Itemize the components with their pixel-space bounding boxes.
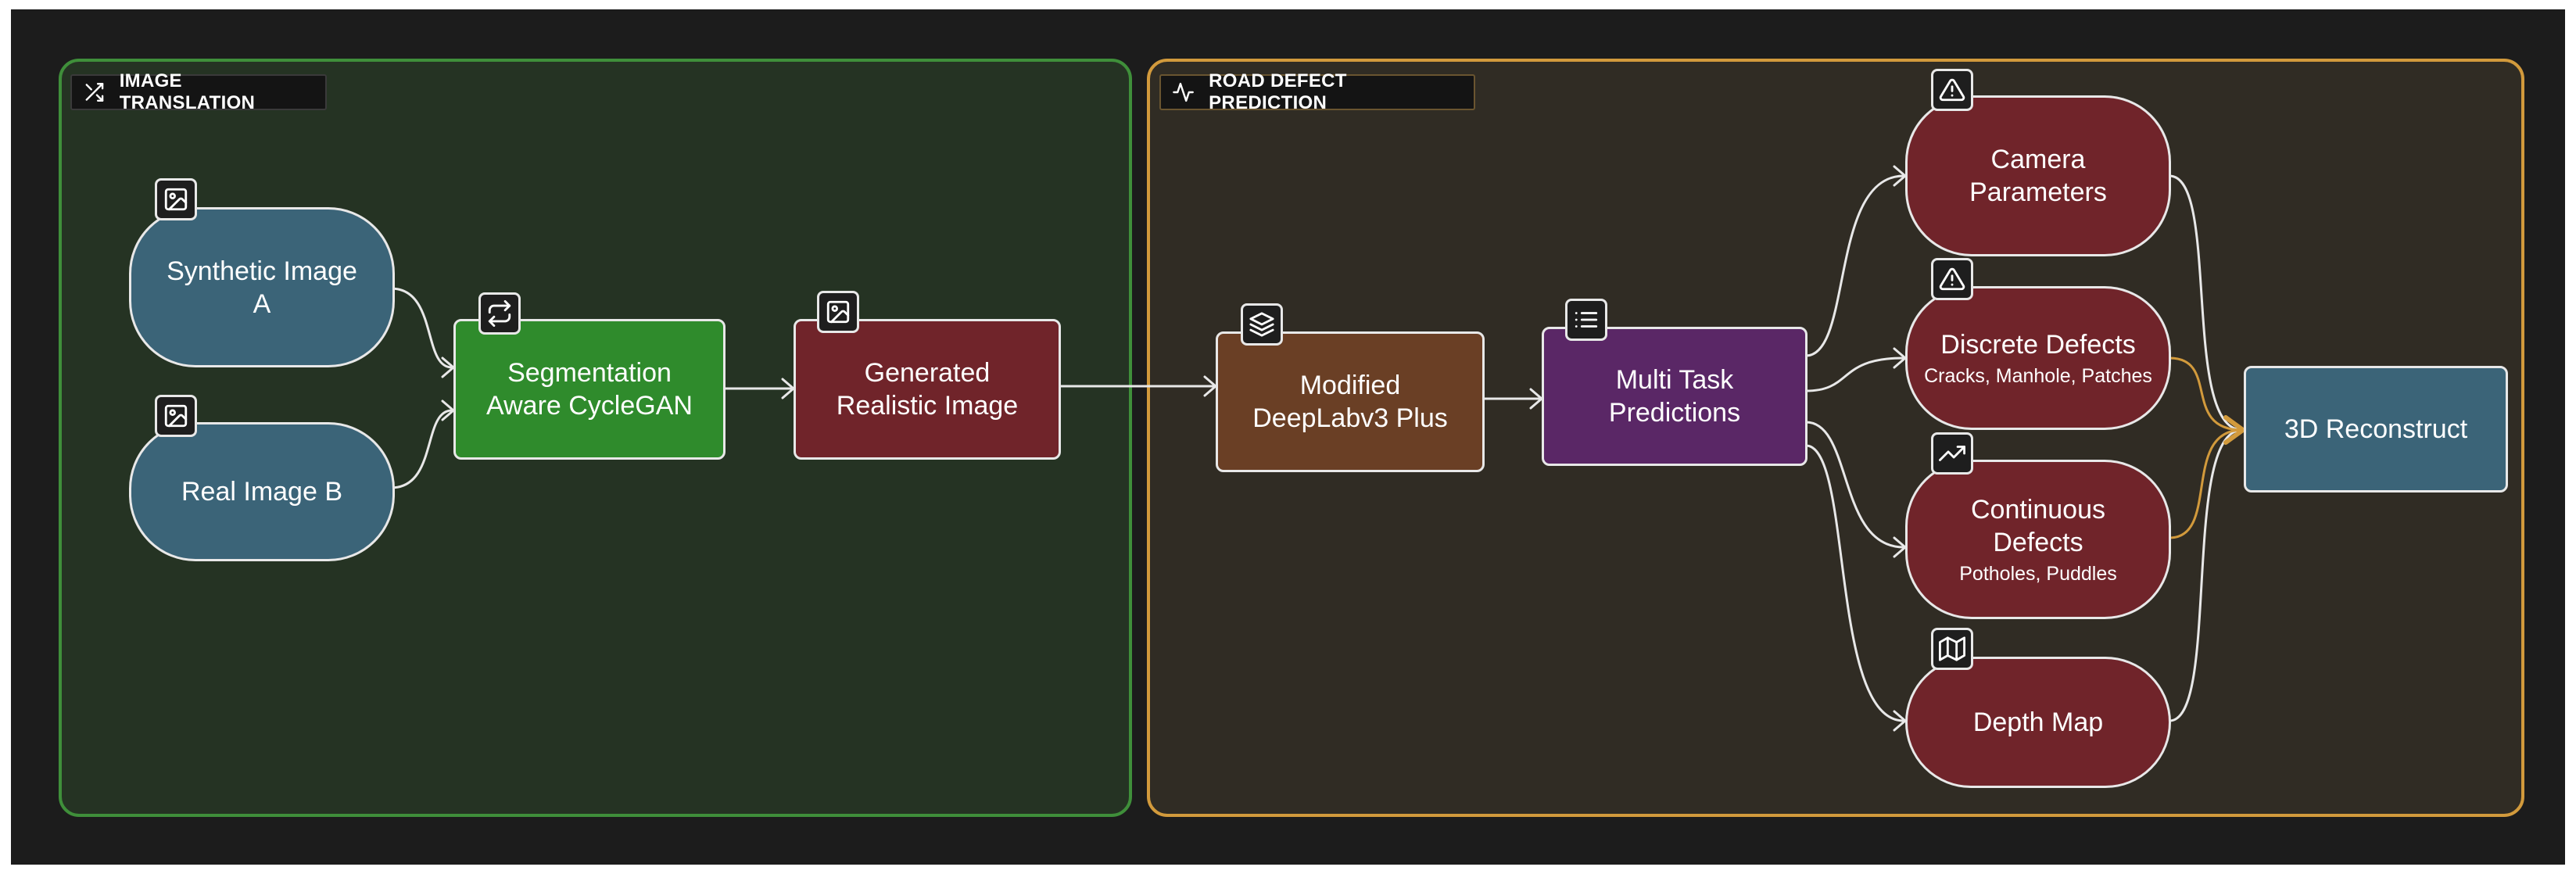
- generated-realistic-image-node[interactable]: Generated Realistic Image: [794, 319, 1061, 460]
- cyclegan-line2: Aware CycleGAN: [486, 391, 693, 421]
- discrete-subtitle: Cracks, Manhole, Patches: [1924, 365, 2152, 387]
- multitask-badge: [1565, 299, 1607, 341]
- reconstruct-label: 3D Reconstruct: [2284, 414, 2468, 444]
- image-translation-label: IMAGE TRANSLATION: [70, 70, 327, 113]
- synthetic-image-a-node[interactable]: Synthetic Image A: [129, 207, 395, 367]
- trending-up-icon: [1939, 446, 1965, 461]
- road-defect-prediction-label: ROAD DEFECT PREDICTION: [1159, 70, 1475, 113]
- image-translation-label-text: IMAGE TRANSLATION: [119, 70, 256, 113]
- continuous-line1: Continuous: [1970, 495, 2105, 525]
- generated-image-line2: Realistic Image: [836, 391, 1019, 421]
- real-image-badge: [155, 395, 197, 437]
- deeplab-line1: Modified: [1299, 371, 1401, 400]
- deeplab-line2: DeepLabv3 Plus: [1252, 403, 1448, 433]
- multitask-line2: Predictions: [1608, 398, 1741, 428]
- depth-label: Depth Map: [1972, 707, 2104, 737]
- continuous-badge: [1931, 432, 1973, 475]
- camera-line1: Camera: [1990, 145, 2086, 174]
- layers-icon: [1249, 312, 1274, 337]
- discrete-title: Discrete Defects: [1940, 330, 2136, 360]
- generated-image-line1: Generated: [864, 358, 991, 388]
- edge-depth-to-reconstruct: [2168, 428, 2244, 722]
- cyclegan-badge: [478, 292, 521, 335]
- generated-image-badge: [817, 291, 859, 333]
- real-image-b-node[interactable]: Real Image B: [129, 422, 395, 561]
- edge-multitask-to-camera: [1804, 174, 1905, 357]
- synthetic-image-line1: Synthetic Image: [167, 256, 357, 286]
- image-icon: [164, 404, 188, 428]
- multi-task-predictions-node[interactable]: Multi Task Predictions: [1542, 327, 1807, 466]
- image-icon: [826, 300, 850, 324]
- continuous-subtitle: Potholes, Puddles: [1959, 563, 2117, 585]
- synthetic-image-badge: [155, 178, 197, 220]
- edge-multitask-to-depth: [1804, 444, 1905, 722]
- segmentation-aware-cyclegan-node[interactable]: Segmentation Aware CycleGAN: [453, 319, 726, 460]
- modified-deeplabv3-plus-node[interactable]: Modified DeepLabv3 Plus: [1216, 331, 1485, 472]
- edge-real-to-cyclegan: [389, 409, 453, 489]
- continuous-line2: Defects: [1993, 528, 2083, 557]
- discrete-defects-node[interactable]: Discrete Defects Cracks, Manhole, Patche…: [1905, 286, 2171, 430]
- alert-triangle-icon: [1939, 267, 1965, 291]
- deeplab-badge: [1241, 303, 1283, 346]
- repeat-icon: [488, 300, 511, 327]
- camera-line2: Parameters: [1969, 177, 2107, 207]
- real-image-label: Real Image B: [181, 477, 342, 507]
- depth-map-node[interactable]: Depth Map: [1905, 657, 2171, 788]
- edge-continuous-to-reconstruct: [2168, 428, 2244, 539]
- discrete-badge: [1931, 258, 1973, 300]
- road-defect-prediction-label-text: ROAD DEFECT PREDICTION: [1209, 70, 1347, 113]
- arrowhead-reconstruct: [2223, 415, 2245, 445]
- image-icon: [164, 188, 188, 211]
- camera-badge: [1931, 69, 1973, 111]
- edge-multitask-to-discrete: [1804, 356, 1905, 392]
- multitask-line1: Multi Task: [1615, 365, 1734, 395]
- camera-parameters-node[interactable]: Camera Parameters: [1905, 95, 2171, 256]
- alert-triangle-icon: [1939, 78, 1965, 102]
- 3d-reconstruct-node[interactable]: 3D Reconstruct: [2244, 366, 2508, 493]
- synthetic-image-line2: A: [253, 288, 271, 319]
- cyclegan-line1: Segmentation: [507, 358, 672, 388]
- depth-badge: [1931, 628, 1973, 670]
- edge-discrete-to-reconstruct: [2168, 356, 2244, 432]
- continuous-defects-node[interactable]: Continuous Defects Potholes, Puddles: [1905, 460, 2171, 619]
- edge-camera-to-reconstruct: [2168, 174, 2244, 432]
- edge-synthetic-to-cyclegan: [389, 287, 453, 369]
- edge-multitask-to-continuous: [1804, 421, 1905, 549]
- list-icon: [1575, 312, 1598, 328]
- activity-icon: [1173, 82, 1194, 102]
- map-icon: [1939, 636, 1965, 661]
- shuffle-icon: [85, 83, 104, 102]
